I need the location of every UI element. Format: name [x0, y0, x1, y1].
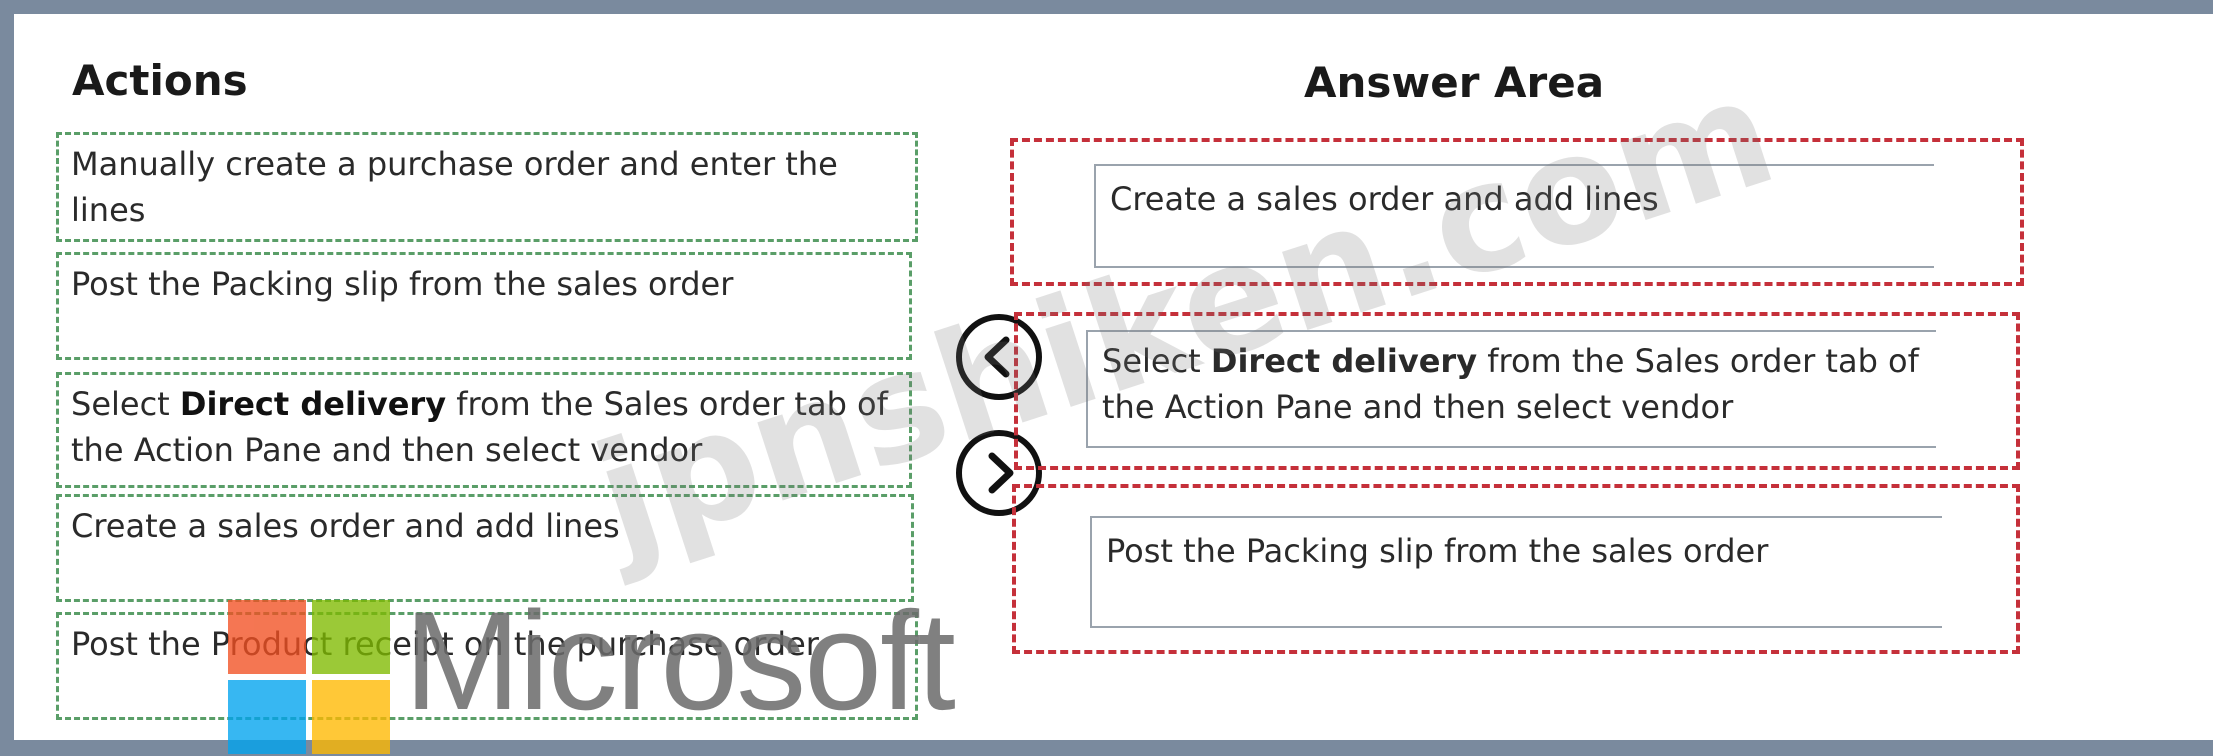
- action-item-label: Create a sales order and add lines: [71, 507, 620, 545]
- answer-item-label: Select Direct delivery from the Sales or…: [1102, 342, 1919, 426]
- answer-slot-3[interactable]: [1012, 484, 2020, 654]
- answer-item-1[interactable]: Create a sales order and add lines: [1094, 164, 1934, 268]
- action-item-product-receipt[interactable]: Post the Product receipt on the purchase…: [56, 612, 918, 720]
- answer-item-label: Create a sales order and add lines: [1110, 180, 1659, 218]
- answer-slot-2[interactable]: [1014, 312, 2020, 470]
- microsoft-wordmark: Microsoft: [404, 582, 956, 739]
- answer-item-label: Post the Packing slip from the sales ord…: [1106, 532, 1769, 570]
- logo-square-red: [228, 600, 306, 674]
- drag-drop-panel: Actions Answer Area Manually create a pu…: [14, 14, 2213, 754]
- chevron-right-icon: [988, 452, 1014, 494]
- action-item-label: Select Direct delivery from the Sales or…: [71, 385, 888, 469]
- action-item-create-sales-order[interactable]: Create a sales order and add lines: [56, 494, 914, 602]
- actions-heading: Actions: [72, 56, 248, 105]
- action-item-direct-delivery[interactable]: Select Direct delivery from the Sales or…: [56, 372, 912, 488]
- answer-item-2[interactable]: Select Direct delivery from the Sales or…: [1086, 330, 1936, 448]
- action-item-label: Manually create a purchase order and ent…: [71, 145, 838, 229]
- chevron-left-icon: [984, 336, 1010, 378]
- move-right-button[interactable]: [956, 430, 1042, 516]
- logo-square-green: [312, 600, 390, 674]
- microsoft-logo-icon: [228, 600, 392, 756]
- answer-area-heading: Answer Area: [1304, 58, 1605, 107]
- action-item-label: Post the Product receipt on the purchase…: [71, 625, 819, 663]
- action-item-label: Post the Packing slip from the sales ord…: [71, 265, 734, 303]
- move-left-button[interactable]: [956, 314, 1042, 400]
- answer-slot-1[interactable]: [1010, 138, 2024, 286]
- logo-square-yellow: [312, 680, 390, 754]
- logo-square-blue: [228, 680, 306, 754]
- action-item-manual-po[interactable]: Manually create a purchase order and ent…: [56, 132, 918, 242]
- action-item-packing-slip[interactable]: Post the Packing slip from the sales ord…: [56, 252, 912, 360]
- answer-item-3[interactable]: Post the Packing slip from the sales ord…: [1090, 516, 1942, 628]
